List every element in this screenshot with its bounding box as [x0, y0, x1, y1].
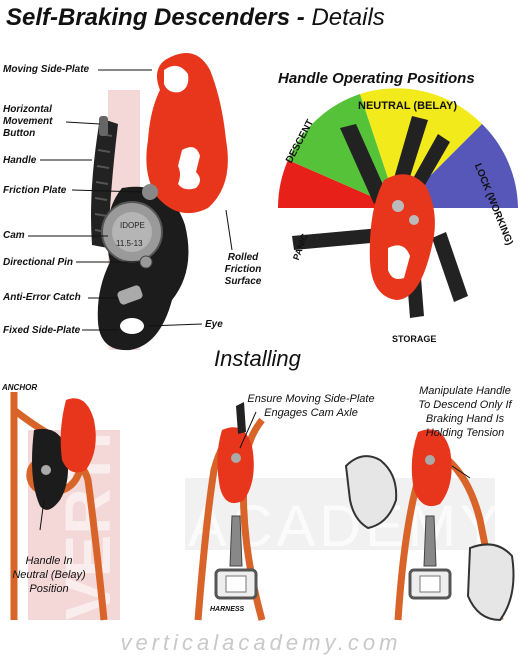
- horizontal-movement-button: [99, 116, 108, 136]
- anti-error-catch: [117, 285, 143, 305]
- note-right-line1: Manipulate Handle: [419, 385, 511, 397]
- left-device-red: [60, 398, 96, 473]
- eye: [120, 318, 144, 334]
- label-handle: Handle: [3, 155, 37, 166]
- installing-title: Installing: [214, 346, 301, 371]
- handle-positions-wheel: [278, 88, 518, 318]
- gloved-hand-bottom: [466, 543, 515, 622]
- install-left: [10, 392, 108, 621]
- leader-lines: [28, 69, 233, 331]
- handle-positions-title: Handle Operating Positions: [278, 70, 475, 87]
- wheel-device: [369, 174, 435, 300]
- mid-device: [217, 427, 254, 504]
- mid-carabiner: [229, 515, 243, 567]
- label-anchor: ANCHOR: [2, 383, 38, 392]
- note-right-line2: To Descend Only If: [418, 399, 512, 411]
- install-middle: [194, 402, 266, 621]
- label-horizontal-line1: Horizontal: [3, 104, 52, 115]
- label-moving-side-plate: Moving Side-Plate: [3, 64, 90, 75]
- note-mid-line1: Ensure Moving Side-Plate: [247, 393, 375, 405]
- label-storage: STORAGE: [392, 334, 437, 344]
- label-cam: Cam: [3, 230, 25, 241]
- lock-segment: [398, 124, 518, 208]
- label-rolled-line2: Friction: [224, 264, 262, 275]
- label-neutral: NEUTRAL (BELAY): [358, 100, 458, 112]
- label-friction-plate: Friction Plate: [3, 185, 67, 196]
- right-carabiner: [423, 515, 437, 567]
- note-handle-neutral: Handle In Neutral (Belay) Position: [4, 554, 94, 596]
- label-rolled-friction-surface: Rolled Friction Surface: [218, 252, 268, 288]
- handle-panic: [292, 228, 382, 250]
- label-rolled-line1: Rolled: [227, 252, 259, 263]
- label-anti-error-catch: Anti-Error Catch: [3, 292, 81, 303]
- main-descender: IDOPE 11.5-13: [91, 52, 228, 351]
- note-left-line1: Handle In: [25, 555, 73, 567]
- label-directional-pin: Directional Pin: [3, 257, 74, 268]
- label-fixed-side-plate: Fixed Side-Plate: [3, 325, 81, 336]
- install-right: [344, 429, 515, 622]
- note-right-line3: Braking Hand Is: [425, 413, 505, 425]
- note-mid-line2: Engages Cam Axle: [264, 407, 358, 419]
- page-title-sub: Details: [311, 4, 385, 31]
- cam-size-mark: 11.5-13: [116, 239, 143, 248]
- right-device: [411, 429, 452, 507]
- note-left-line3: Position: [29, 583, 69, 595]
- label-rolled-line3: Surface: [224, 276, 262, 287]
- label-horizontal-line2: Movement: [3, 116, 53, 127]
- label-harness: HARNESS: [210, 606, 245, 613]
- panic-segment: [278, 160, 398, 208]
- label-horizontal-movement-button: Horizontal Movement Button: [3, 104, 52, 140]
- directional-pin: [139, 255, 153, 269]
- friction-plate: [142, 184, 158, 200]
- cam-brand-mark: IDOPE: [120, 221, 145, 230]
- moving-side-plate: [146, 52, 228, 214]
- footer-url: verticalacademy.com: [120, 630, 402, 655]
- page-title-main: Self-Braking Descenders -: [6, 4, 312, 31]
- note-right-line4: Holding Tension: [425, 427, 505, 439]
- note-left-line2: Neutral (Belay): [12, 569, 86, 581]
- label-eye: Eye: [205, 319, 223, 330]
- note-ensure-side-plate: Ensure Moving Side-Plate Engages Cam Axl…: [236, 392, 386, 420]
- gloved-hand-top: [344, 455, 398, 530]
- label-horizontal-line3: Button: [3, 128, 36, 139]
- page-title: Self-Braking Descenders - Details: [6, 4, 385, 32]
- handle-descent: [340, 124, 388, 204]
- handle-lock-lower: [432, 232, 468, 302]
- note-manipulate-handle: Manipulate Handle To Descend Only If Bra…: [410, 384, 520, 440]
